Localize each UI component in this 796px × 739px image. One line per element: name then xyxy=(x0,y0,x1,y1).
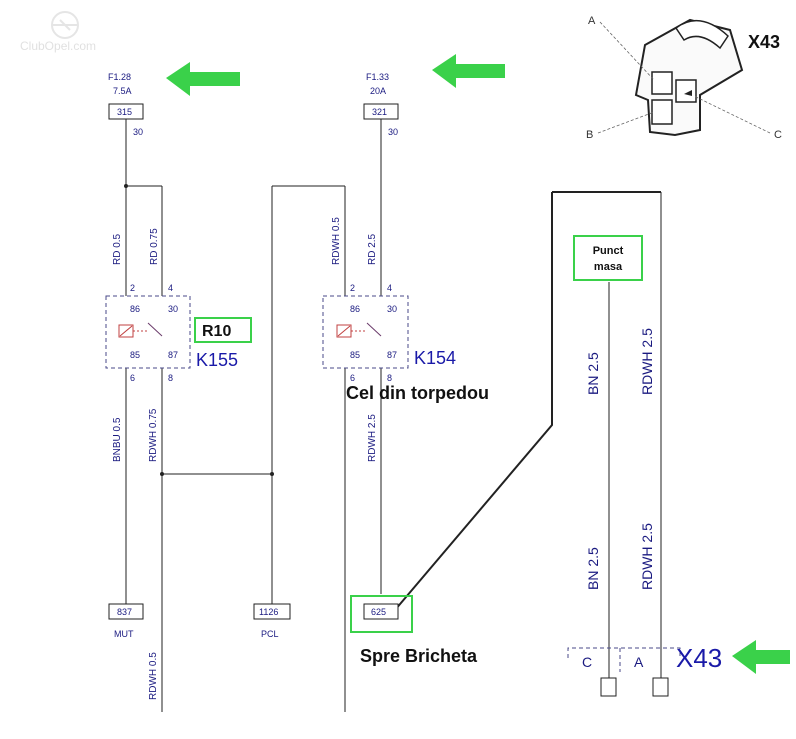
svg-text:Punct: Punct xyxy=(593,245,624,257)
wire-label: RDWH 2.5 xyxy=(639,328,655,395)
green-arrow-icon xyxy=(732,640,790,674)
svg-text:87: 87 xyxy=(168,350,178,360)
svg-text:87: 87 xyxy=(387,350,397,360)
connector-pin-icon xyxy=(600,677,617,697)
svg-text:2: 2 xyxy=(130,283,135,293)
fuse-rating: 7.5A xyxy=(113,86,132,96)
svg-text:MUT: MUT xyxy=(114,629,134,639)
terminal-1126: 1126 PCL xyxy=(253,603,291,639)
terminal-highlight xyxy=(350,595,413,633)
relay-outline xyxy=(322,295,409,369)
fuse-f1-28: F1.28 7.5A 315 30 xyxy=(108,72,144,137)
relay-switch-icon xyxy=(366,322,382,337)
green-arrow-icon xyxy=(166,62,240,96)
fuse-box-number: 321 xyxy=(372,107,387,117)
relay-outline xyxy=(105,295,191,369)
wire-label: BN 2.5 xyxy=(585,547,601,590)
relay-k154: 2 4 86 30 85 87 6 8 K154 xyxy=(322,283,456,383)
r10-label: R10 xyxy=(202,323,231,340)
svg-text:C: C xyxy=(774,129,782,141)
wire-labels: RD 0.5 RD 0.75 RDWH 0.5 RD 2.5 BNBU 0.5 … xyxy=(112,217,655,700)
fuse-pin: 30 xyxy=(388,127,398,137)
connector-pin-icon xyxy=(652,677,669,697)
svg-text:A: A xyxy=(634,654,644,670)
wire-label: RDWH 0.5 xyxy=(331,217,342,265)
terminal-625: 625 xyxy=(350,595,413,633)
relay-name: K154 xyxy=(414,348,456,368)
relay-switch-icon xyxy=(147,322,163,337)
cel-din-torpedou-note: Cel din torpedou xyxy=(346,383,489,403)
svg-text:8: 8 xyxy=(168,373,173,383)
terminal-837: 837 MUT xyxy=(108,603,144,639)
fuse-rating: 20A xyxy=(370,86,386,96)
wire-label: RDWH 2.5 xyxy=(367,414,378,462)
watermark: ClubOpel.com xyxy=(20,11,96,53)
svg-text:8: 8 xyxy=(387,373,392,383)
fuse-name: F1.33 xyxy=(366,72,389,82)
svg-text:30: 30 xyxy=(168,304,178,314)
fuse-f1-33: F1.33 20A 321 30 xyxy=(363,72,399,137)
connector-x43-bottom: C A X43 xyxy=(567,643,722,697)
wires xyxy=(124,119,662,712)
svg-text:2: 2 xyxy=(350,283,355,293)
relay-k155: 2 4 86 30 85 87 6 8 K155 xyxy=(105,283,238,383)
wire-label: RDWH 0.5 xyxy=(148,652,159,700)
svg-text:837: 837 xyxy=(117,607,132,617)
svg-text:4: 4 xyxy=(168,283,173,293)
svg-text:625: 625 xyxy=(371,607,386,617)
wire-label: BN 2.5 xyxy=(585,352,601,395)
svg-text:30: 30 xyxy=(387,304,397,314)
svg-text:C: C xyxy=(582,654,592,670)
connector-name: X43 xyxy=(748,32,780,52)
svg-text:masa: masa xyxy=(594,261,623,273)
wire-label: RD 0.75 xyxy=(149,228,160,265)
green-arrow-icon xyxy=(432,54,505,88)
relay-name: K155 xyxy=(196,350,238,370)
watermark-text: ClubOpel.com xyxy=(20,39,96,53)
ground-jumper-wire xyxy=(394,192,553,611)
punct-masa-box: Punct masa xyxy=(573,235,643,281)
connector-name: X43 xyxy=(676,643,722,673)
svg-text:85: 85 xyxy=(350,350,360,360)
opel-logo-icon xyxy=(51,11,79,39)
wire-label: RDWH 2.5 xyxy=(639,523,655,590)
connector-x43-illustration: A B C X43 xyxy=(586,15,782,141)
wire-label: BNBU 0.5 xyxy=(112,417,123,462)
r10-highlight xyxy=(194,317,252,343)
svg-text:1126: 1126 xyxy=(259,607,278,617)
svg-text:PCL: PCL xyxy=(261,629,279,639)
fuse-box-number: 315 xyxy=(117,107,132,117)
svg-text:6: 6 xyxy=(130,373,135,383)
svg-text:86: 86 xyxy=(350,304,360,314)
spre-bricheta-note: Spre Bricheta xyxy=(360,646,478,666)
wire-label: RD 0.5 xyxy=(112,233,123,265)
svg-text:B: B xyxy=(586,129,593,141)
svg-text:4: 4 xyxy=(387,283,392,293)
fuse-name: F1.28 xyxy=(108,72,131,82)
wire-label: RDWH 0.75 xyxy=(148,408,159,462)
svg-text:86: 86 xyxy=(130,304,140,314)
svg-text:6: 6 xyxy=(350,373,355,383)
svg-text:A: A xyxy=(588,15,596,27)
wire-label: RD 2.5 xyxy=(367,233,378,265)
svg-text:85: 85 xyxy=(130,350,140,360)
fuse-pin: 30 xyxy=(133,127,143,137)
